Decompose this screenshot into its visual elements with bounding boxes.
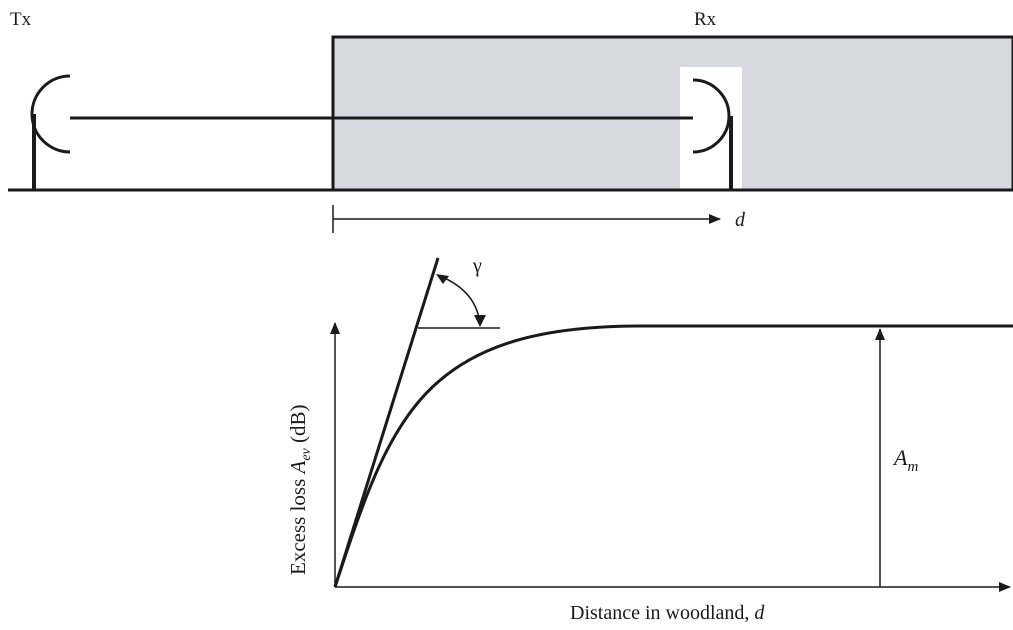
am-subscript: m	[907, 459, 918, 475]
am-label: Am	[892, 445, 918, 475]
gamma-angle-arrow	[439, 275, 481, 327]
woodland-region	[331, 35, 1013, 192]
y-axis-label: Excess loss Aev (dB)	[286, 404, 314, 575]
excess-loss-curve	[333, 324, 1013, 588]
tx-label: Tx	[10, 9, 32, 30]
ylabel-symbol: A	[286, 461, 310, 476]
am-symbol: A	[892, 445, 908, 470]
xlabel-text: Distance in woodland,	[570, 602, 754, 624]
rx-label: Rx	[694, 9, 717, 30]
ylabel-unit: (dB)	[286, 404, 310, 448]
ylabel-prefix: Excess loss	[286, 474, 310, 576]
initial-slope-line	[333, 257, 440, 588]
gamma-arrowhead-top	[436, 274, 449, 284]
receiver-dish-icon	[692, 78, 733, 190]
ylabel-subscript: ev	[299, 447, 314, 460]
x-axis-label: Distance in woodland, d	[570, 602, 765, 624]
transmitter-dish-icon	[30, 74, 71, 190]
xlabel-symbol: d	[754, 602, 765, 624]
distance-d-label: d	[735, 209, 746, 231]
gamma-label: γ	[472, 255, 482, 277]
gamma-arrowhead-bottom	[474, 315, 486, 327]
